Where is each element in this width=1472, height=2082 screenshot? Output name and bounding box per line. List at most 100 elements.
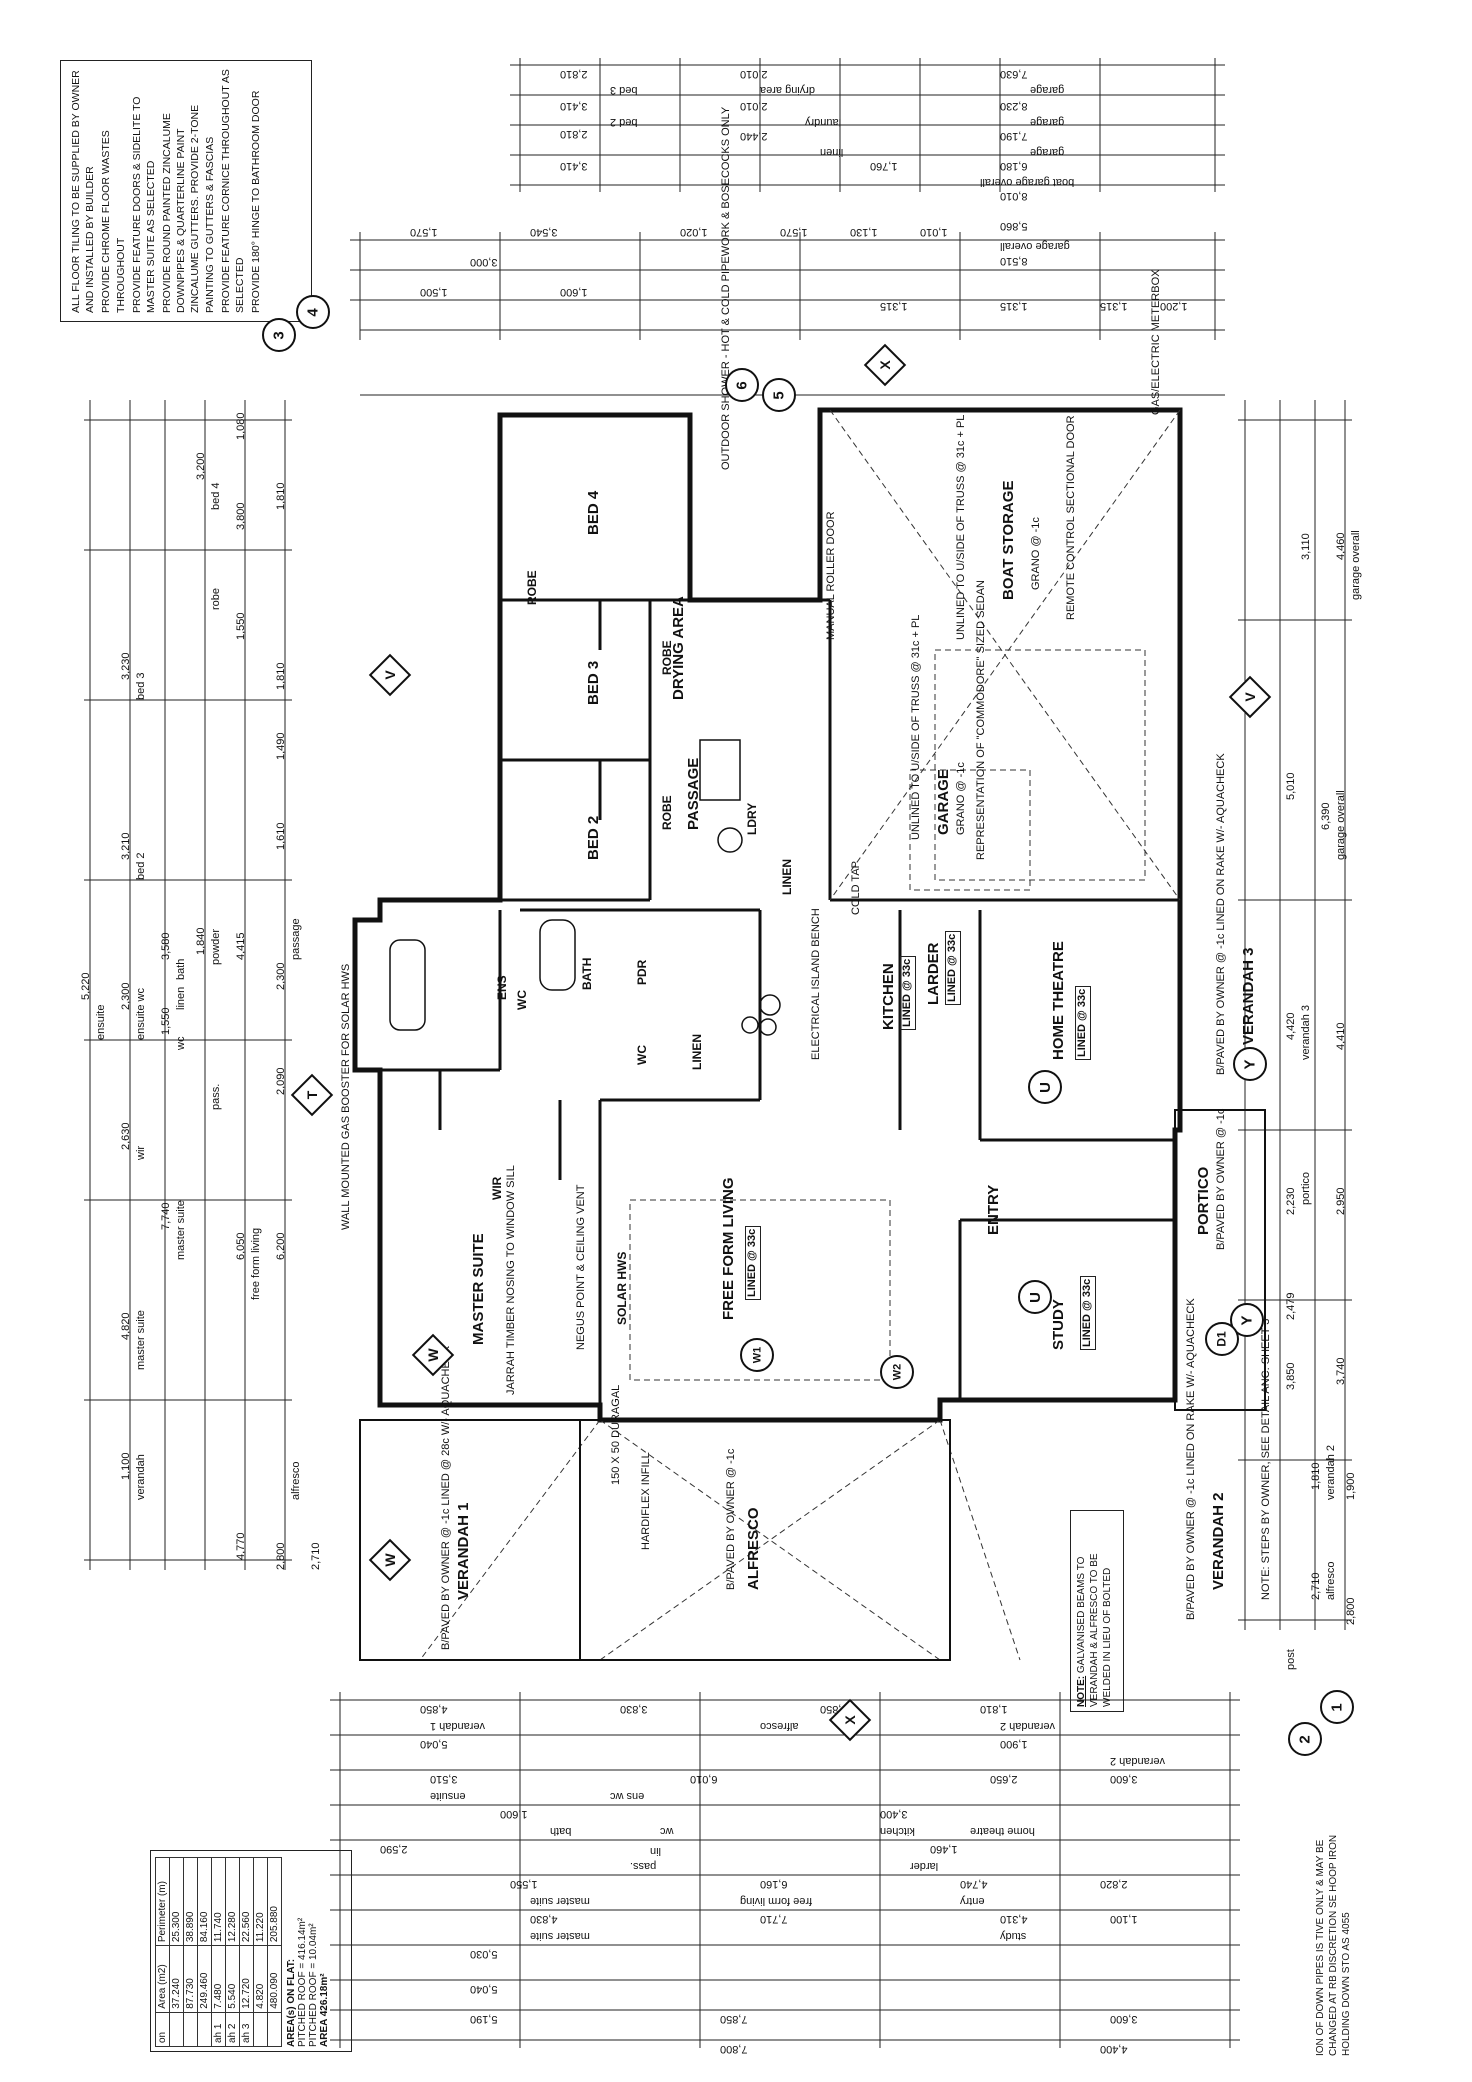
dim-label: free form living bbox=[250, 1227, 262, 1300]
dim-text: 1,100 bbox=[1110, 1913, 1138, 1925]
elevation-marker-text: T bbox=[304, 1090, 320, 1100]
note-item: ALL FLOOR TILING TO BE SUPPLIED BY OWNER… bbox=[70, 70, 97, 313]
dim-text: 8,010 bbox=[1000, 190, 1028, 202]
dim-label: wc bbox=[660, 1825, 674, 1837]
dim-text: 3,410 bbox=[560, 100, 588, 112]
dim-text: 3,600 bbox=[1110, 2013, 1138, 2025]
dim-label: laundry bbox=[805, 116, 842, 128]
marker-y: Y bbox=[1233, 1047, 1267, 1081]
marker-text: U bbox=[1036, 1081, 1054, 1093]
table-cell: 11.740 bbox=[211, 1857, 226, 1946]
dim-label: bath bbox=[550, 1825, 572, 1837]
downpipe-note-text: ION OF DOWN PIPES IS TIVE ONLY & MAY BE … bbox=[1315, 1834, 1352, 2056]
dim-text: 3,000 bbox=[470, 256, 498, 268]
room-robe-label: ROBE bbox=[525, 570, 539, 605]
alfresco-paving: B/PAVED BY OWNER @ -1c bbox=[725, 1448, 737, 1590]
dim-text: 4,420 bbox=[1285, 1012, 1297, 1040]
dim-label: post bbox=[1285, 1649, 1297, 1670]
dim-text: 7,710 bbox=[760, 1913, 788, 1925]
dim-text: 1,200 bbox=[1160, 300, 1188, 312]
room-robe-label: ROBE bbox=[660, 795, 674, 830]
room-ens: ENS bbox=[495, 975, 509, 1000]
section-marker-5: 5 bbox=[762, 378, 796, 412]
downpipe-note: ION OF DOWN PIPES IS TIVE ONLY & MAY BE … bbox=[1310, 1800, 1420, 2060]
dim-label: verandah 3 bbox=[1300, 1004, 1312, 1060]
unlined-boat-note: UNLINED TO U/SIDE OF TRUSS @ 31c + PL bbox=[955, 414, 967, 640]
dim-text: 3,110 bbox=[1300, 533, 1312, 560]
free-form-living-lined: LINED @ 33c bbox=[745, 1225, 761, 1300]
table-cell bbox=[267, 2012, 282, 2047]
section-marker-text: 2 bbox=[1296, 1734, 1314, 1744]
dim-label: ensuite bbox=[95, 1004, 107, 1040]
marker-text: U bbox=[1026, 1291, 1044, 1303]
roller-door-note: MANUAL ROLLER DOOR bbox=[825, 511, 837, 640]
dim-text: 4,850 bbox=[420, 1703, 448, 1715]
dim-text: 2,710 bbox=[310, 1542, 322, 1570]
galvanised-note: NOTE: GALVANISED BEAMS TO VERANDAH & ALF… bbox=[1070, 1510, 1124, 1712]
table-cell: 37.240 bbox=[169, 1945, 184, 2013]
dim-text: 1,460 bbox=[930, 1843, 958, 1855]
dim-text: 2,010 bbox=[740, 100, 768, 112]
dim-label: entry bbox=[960, 1895, 985, 1907]
dim-label: ensuite bbox=[430, 1790, 466, 1802]
section-marker-text: 6 bbox=[733, 380, 751, 390]
dim-text: 1,315 bbox=[880, 300, 908, 312]
dim-text: 3,580 bbox=[160, 932, 172, 960]
room-larder: LARDER bbox=[925, 942, 942, 1006]
jarrah-note: JARRAH TIMBER NOSING TO WINDOW SILL bbox=[505, 1165, 517, 1395]
outdoor-shower-note: OUTDOOR SHOWER - HOT & COLD PIPEWORK & B… bbox=[720, 106, 732, 470]
dim-text: 5,220 bbox=[80, 972, 92, 1000]
general-notes: ALL FLOOR TILING TO BE SUPPLIED BY OWNER… bbox=[60, 60, 312, 322]
dim-text: 7,800 bbox=[720, 2043, 748, 2055]
table-cell: 84.160 bbox=[197, 1857, 212, 1946]
dim-text: 1,020 bbox=[680, 226, 708, 238]
dim-label: study bbox=[1000, 1930, 1027, 1942]
dim-text: 2,710 bbox=[1310, 1572, 1322, 1600]
dim-text: 4,830 bbox=[530, 1913, 558, 1925]
dim-label: wc bbox=[175, 1036, 187, 1050]
dim-text: 2,300 bbox=[120, 982, 132, 1010]
dim-text: 5,030 bbox=[470, 1948, 498, 1960]
portico-paving: B/PAVED BY OWNER @ -1c bbox=[1215, 1108, 1227, 1250]
dim-text: 6,200 bbox=[275, 1232, 287, 1260]
note-item: PROVIDE 180° HINGE TO BATHROOM DOOR bbox=[250, 90, 263, 313]
marker-u: U bbox=[1018, 1280, 1052, 1314]
dim-text: 1,810 bbox=[1310, 1462, 1322, 1490]
section-marker-3: 3 bbox=[262, 318, 296, 352]
dim-text: 7,850 bbox=[720, 2013, 748, 2025]
verandah-1-paving: B/PAVED BY OWNER @ -1c LINED @ 28c W/- A… bbox=[440, 1345, 452, 1650]
dim-label: verandah 2 bbox=[1000, 1720, 1056, 1732]
roof-area-line: PITCHED ROOF = 416.14m² bbox=[297, 1917, 308, 2047]
dim-label: garage bbox=[1030, 116, 1065, 128]
dim-label: bed 4 bbox=[210, 482, 222, 510]
dim-text: 4,415 bbox=[235, 932, 247, 960]
duragal-note: 150 X 50 DURAGAL bbox=[610, 1384, 622, 1485]
marker-text: Y bbox=[1241, 1058, 1259, 1070]
dim-text: 2,440 bbox=[740, 130, 768, 142]
dim-label: bed 2 bbox=[610, 116, 638, 128]
dim-label: bed 2 bbox=[135, 852, 147, 880]
note-item: PROVIDE CHROME FLOOR WASTES THROUGHOUT bbox=[100, 130, 127, 313]
table-cell: 480.090 bbox=[267, 1945, 282, 2013]
note-item: PROVIDE FEATURE CORNICE THROUGHOUT AS SE… bbox=[219, 69, 246, 313]
room-wc: WC bbox=[635, 1045, 649, 1065]
table-header-cell: Area (m2) bbox=[155, 1945, 170, 2013]
room-study: STUDY bbox=[1050, 1299, 1067, 1350]
dim-text: 7,190 bbox=[1000, 130, 1028, 142]
dim-text: 1,610 bbox=[275, 822, 287, 850]
dim-label: alfresco bbox=[1325, 1561, 1337, 1600]
solar-hws-label: SOLAR HWS bbox=[615, 1251, 629, 1325]
section-marker-6: 6 bbox=[725, 368, 759, 402]
section-marker-text: 1 bbox=[1328, 1702, 1346, 1712]
section-marker-text: 4 bbox=[304, 307, 322, 317]
dim-text: 7,630 bbox=[1000, 68, 1028, 80]
room-free-form-living: FREE FORM LIVING bbox=[720, 1177, 737, 1321]
negus-vent-note: NEGUS POINT & CEILING VENT bbox=[575, 1184, 587, 1350]
table-cell: 12.720 bbox=[239, 1945, 254, 2013]
dim-label: verandah 2 bbox=[1110, 1755, 1166, 1767]
table-cell bbox=[169, 2012, 184, 2047]
room-kitchen: KITCHEN bbox=[880, 963, 897, 1030]
dim-label: free form living bbox=[740, 1895, 813, 1907]
